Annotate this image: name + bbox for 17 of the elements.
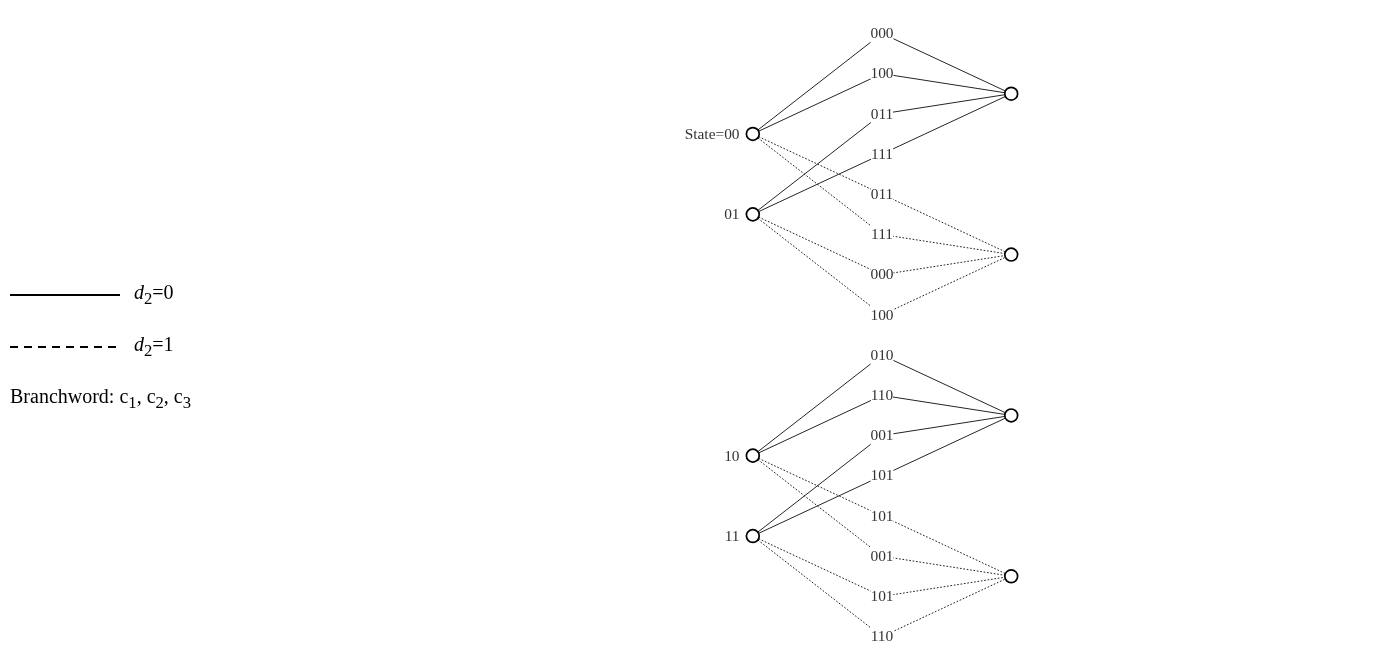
state-label: 01 <box>724 205 740 222</box>
state-circle <box>745 528 761 543</box>
state-label: 11 <box>725 526 740 544</box>
legend-text: d$_{2}$=1 <box>134 332 174 361</box>
legend-text: d$_{2}$=0 <box>134 280 174 309</box>
state-circle <box>1004 246 1019 262</box>
branch-line <box>758 394 1006 453</box>
state-circle <box>1004 407 1019 423</box>
state-circle <box>1004 85 1019 101</box>
state-circle <box>745 126 761 141</box>
state-circle <box>745 447 761 463</box>
branch-line <box>758 72 1006 132</box>
state-circle <box>745 206 761 222</box>
state-label: 10 <box>724 446 740 464</box>
note-text: Branchword: c$_{1}$, c$_{2}$, c$_{3}$ <box>10 384 193 413</box>
state-circle <box>1004 568 1019 584</box>
state-label: State=00 <box>684 124 740 142</box>
